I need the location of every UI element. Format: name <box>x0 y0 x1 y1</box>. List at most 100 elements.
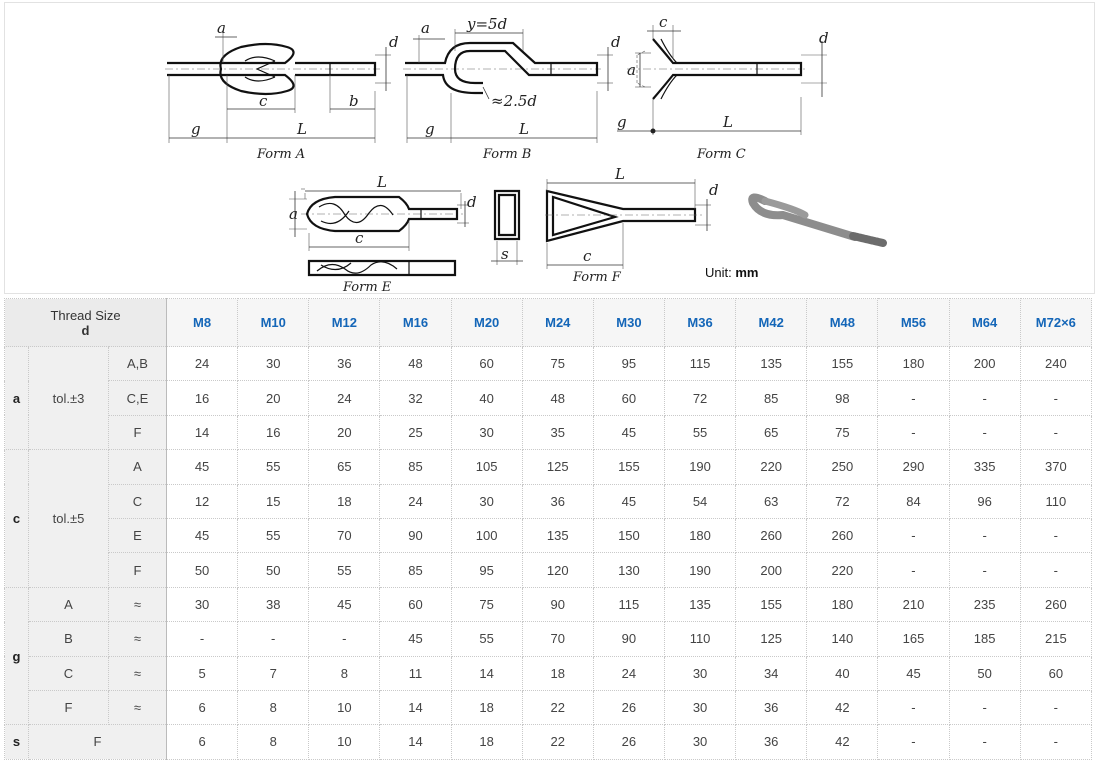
value-cell: 260 <box>1019 586 1093 623</box>
form-a-drawing: a d c b g L Form A <box>165 19 399 162</box>
value-cell: 260 <box>735 517 808 554</box>
tolerance-label: tol.±5 <box>28 449 109 588</box>
value-cell: 54 <box>663 483 737 519</box>
value-cell: - <box>877 517 950 554</box>
form-label: B <box>28 621 109 657</box>
form-a-caption: Form A <box>256 147 305 162</box>
value-cell: 55 <box>237 449 310 485</box>
value-cell: 8 <box>237 724 310 760</box>
form-c-g-label: g <box>617 113 627 131</box>
value-cell: 200 <box>735 552 808 588</box>
size-header-m8: M8 <box>165 298 239 347</box>
value-cell: 34 <box>735 655 808 691</box>
form-c-l-label: L <box>722 113 733 131</box>
size-header-m10: M10 <box>237 298 310 347</box>
value-cell: 125 <box>735 621 808 657</box>
value-cell: 135 <box>663 586 737 623</box>
value-cell: 30 <box>663 655 737 691</box>
value-cell: - <box>1019 517 1093 554</box>
value-cell: 190 <box>663 449 737 485</box>
value-cell: 115 <box>592 586 665 623</box>
approx-symbol: ≈ <box>108 621 167 657</box>
value-cell: 60 <box>379 586 452 623</box>
value-cell: 85 <box>379 449 452 485</box>
value-cell: 72 <box>806 483 879 519</box>
value-cell: 18 <box>450 689 523 726</box>
value-cell: 95 <box>450 552 523 588</box>
form-label: C,E <box>108 380 167 416</box>
value-cell: - <box>948 517 1021 554</box>
value-cell: - <box>877 724 950 760</box>
value-cell: 15 <box>237 483 310 519</box>
size-header-m30: M30 <box>592 298 665 347</box>
thread-size-header: Thread Size d <box>4 298 167 347</box>
form-b-bend-label: ≈2.5d <box>491 92 537 110</box>
value-cell: 45 <box>592 414 665 451</box>
value-cell: 95 <box>592 345 665 382</box>
value-cell: 36 <box>735 724 808 760</box>
row-group-symbol: c <box>4 449 29 588</box>
value-cell: 165 <box>877 621 950 657</box>
bolt-3d-illustration <box>748 193 887 247</box>
value-cell: 18 <box>308 483 381 519</box>
form-a-a-label: a <box>217 19 226 37</box>
value-cell: 180 <box>663 517 737 554</box>
form-label: A <box>108 449 167 485</box>
value-cell: 105 <box>450 449 523 485</box>
thread-size-symbol: d <box>81 322 90 338</box>
value-cell: 290 <box>877 449 950 485</box>
form-b-d-label: d <box>611 33 621 51</box>
value-cell: 22 <box>521 724 594 760</box>
value-cell: 16 <box>237 414 310 451</box>
value-cell: 45 <box>877 655 950 691</box>
value-cell: 14 <box>379 689 452 726</box>
value-cell: 250 <box>806 449 879 485</box>
value-cell: 60 <box>1019 655 1093 691</box>
value-cell: 200 <box>948 345 1021 382</box>
value-cell: 48 <box>379 345 452 382</box>
value-cell: 70 <box>521 621 594 657</box>
value-cell: 130 <box>592 552 665 588</box>
value-cell: 50 <box>165 552 239 588</box>
value-cell: 96 <box>948 483 1021 519</box>
form-label: A <box>28 586 109 623</box>
value-cell: 180 <box>806 586 879 623</box>
value-cell: 30 <box>450 483 523 519</box>
value-cell: 14 <box>379 724 452 760</box>
form-c-caption: Form C <box>696 147 746 162</box>
value-cell: 30 <box>165 586 239 623</box>
value-cell: - <box>948 414 1021 451</box>
form-label: F <box>108 552 167 588</box>
value-cell: - <box>165 621 239 657</box>
value-cell: 185 <box>948 621 1021 657</box>
value-cell: - <box>308 621 381 657</box>
value-cell: 45 <box>379 621 452 657</box>
unit-note: Unit: mm <box>705 265 758 280</box>
row-group-symbol: g <box>4 586 29 726</box>
value-cell: 75 <box>806 414 879 451</box>
form-label: F <box>28 689 109 726</box>
size-header-m64: M64 <box>948 298 1021 347</box>
value-cell: 115 <box>663 345 737 382</box>
value-cell: 10 <box>308 689 381 726</box>
form-e-caption: Form E <box>342 280 392 295</box>
value-cell: 8 <box>308 655 381 691</box>
value-cell: 36 <box>308 345 381 382</box>
value-cell: 45 <box>592 483 665 519</box>
value-cell: - <box>877 689 950 726</box>
form-a-b-label: b <box>349 92 359 110</box>
value-cell: 180 <box>877 345 950 382</box>
value-cell: 12 <box>165 483 239 519</box>
value-cell: 125 <box>521 449 594 485</box>
value-cell: - <box>948 689 1021 726</box>
value-cell: 220 <box>735 449 808 485</box>
value-cell: 48 <box>521 380 594 416</box>
value-cell: - <box>948 380 1021 416</box>
value-cell: 210 <box>877 586 950 623</box>
